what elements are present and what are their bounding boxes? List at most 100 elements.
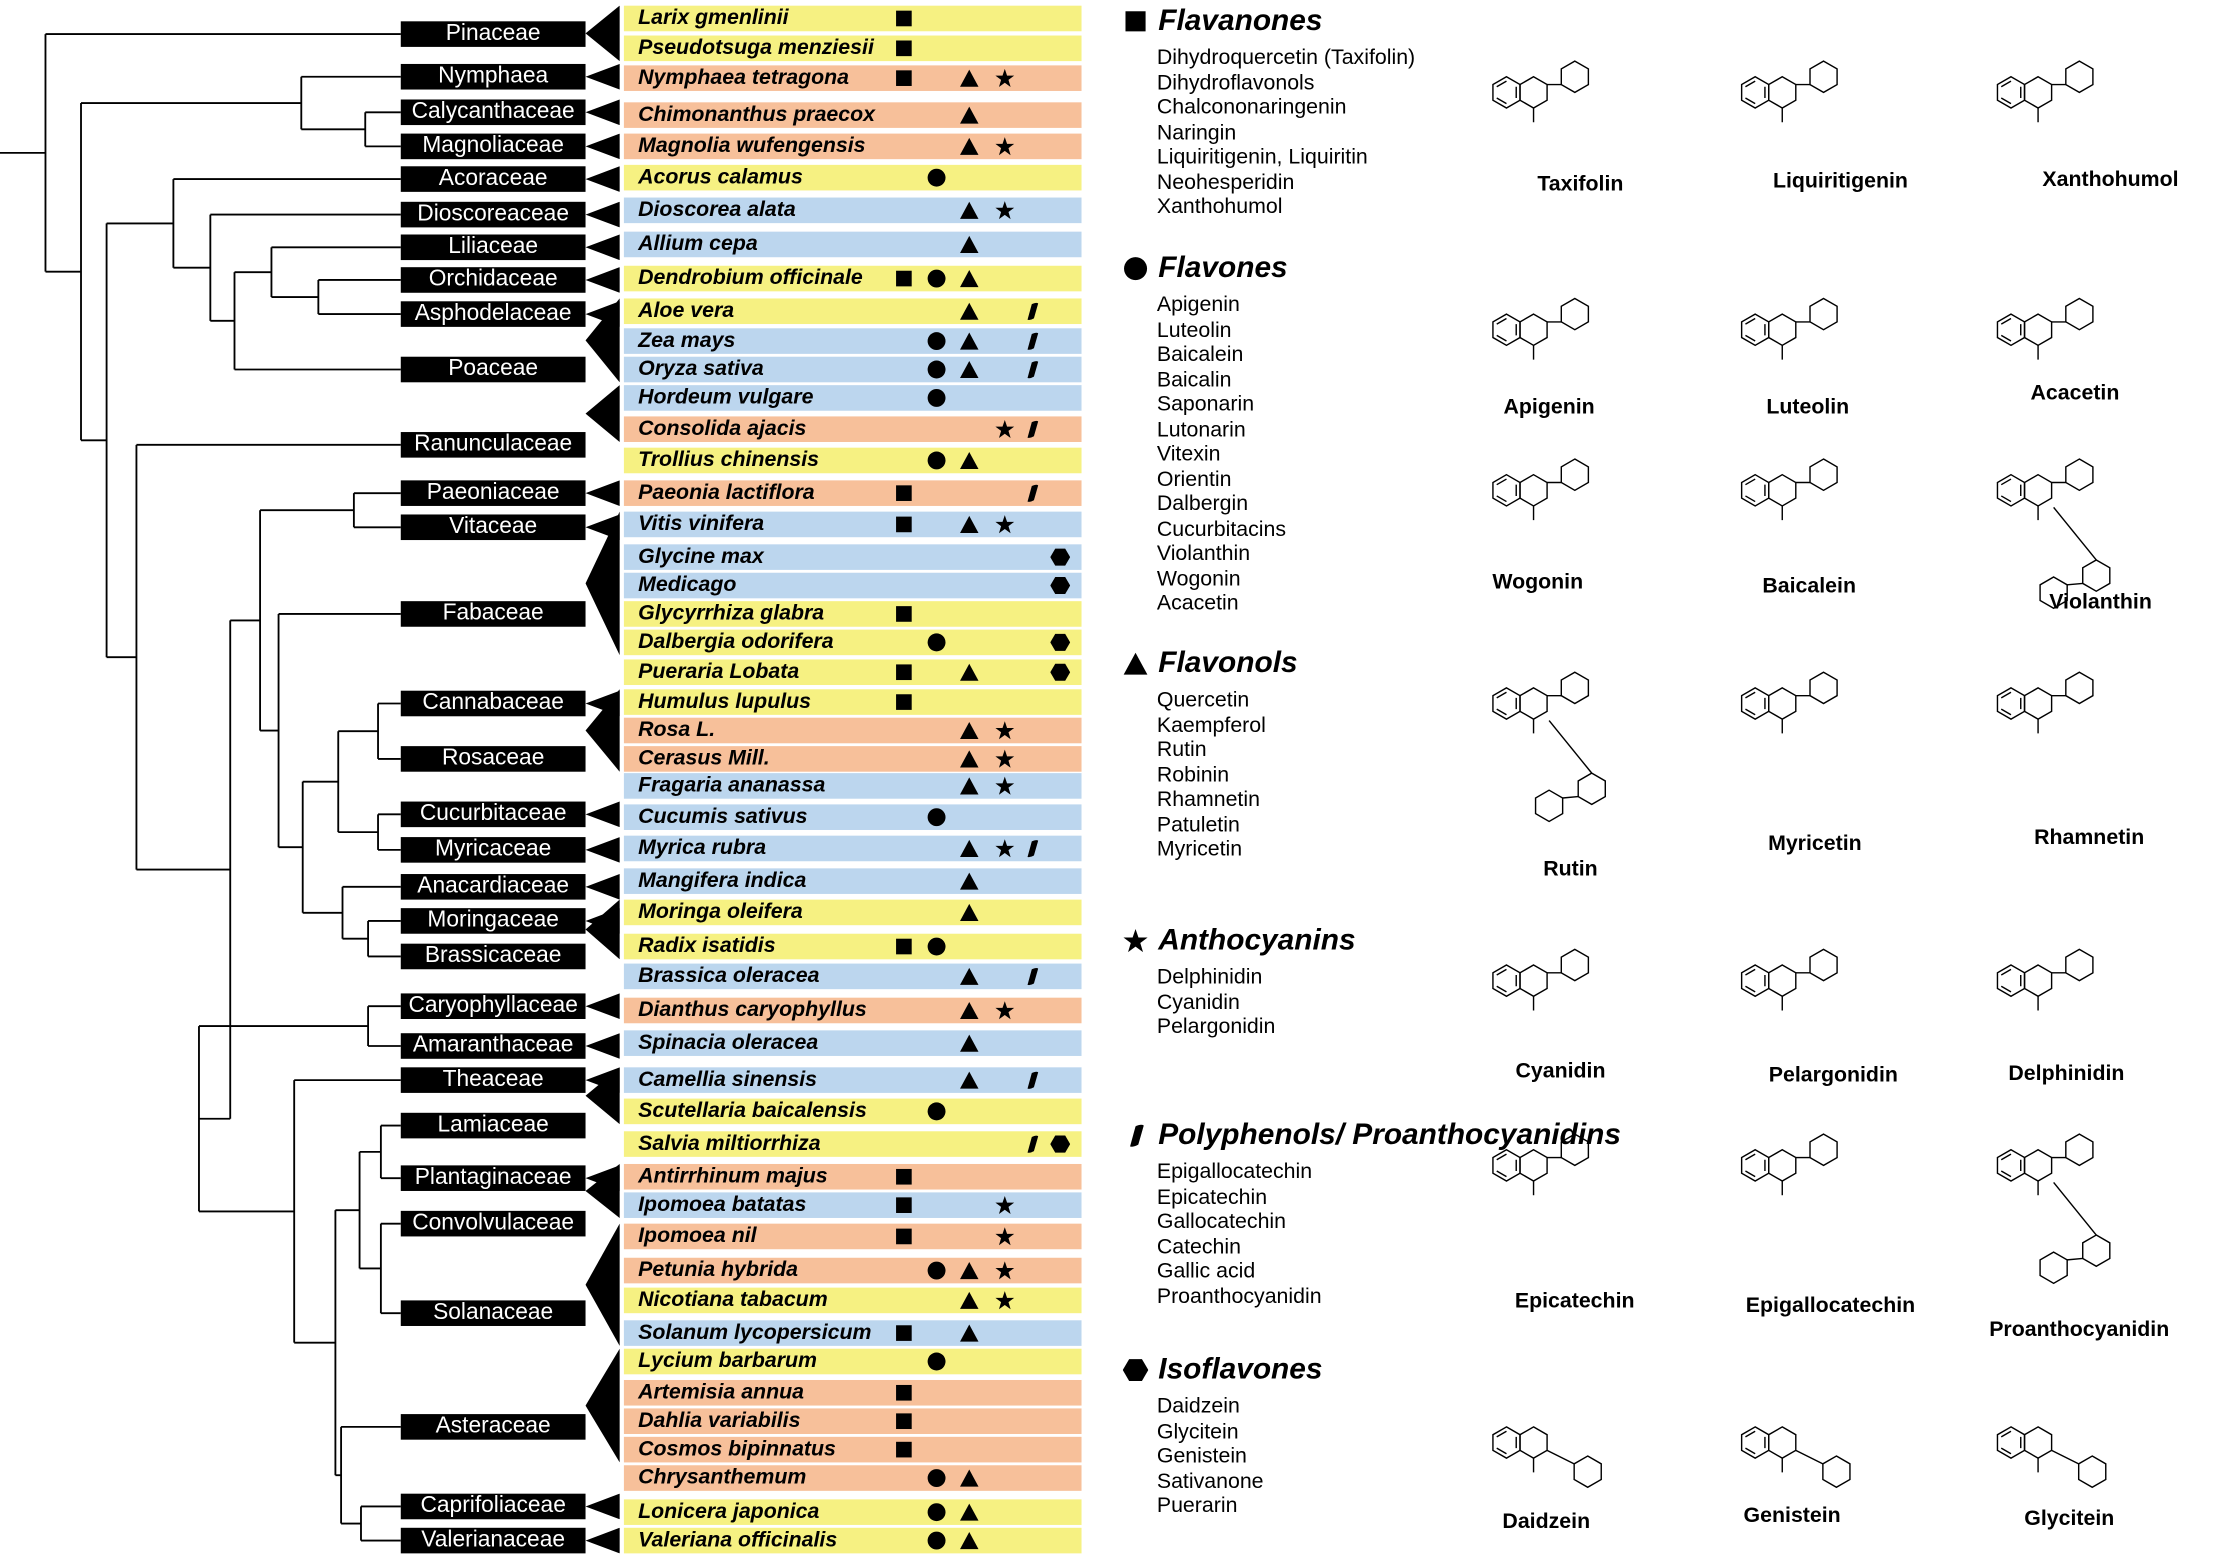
hexagon-icon <box>1050 547 1071 567</box>
triangle-icon <box>959 200 979 220</box>
molecule-name: Rhamnetin <box>2034 825 2145 850</box>
family-bracket <box>585 234 620 261</box>
family-label: Asphodelaceae <box>400 301 586 327</box>
molecule-name: Apigenin <box>1503 395 1595 420</box>
compound-item: Puerarin <box>1156 1493 1238 1518</box>
compound-item: Glycitein <box>1156 1419 1239 1444</box>
species-name: Pseudotsuga menziesii <box>638 35 874 60</box>
family-label: Poaceae <box>400 356 586 383</box>
compound-item: Cucurbitacins <box>1156 516 1287 541</box>
species-name: Spinacia oleracea <box>638 1030 819 1055</box>
species-name: Pueraria Lobata <box>638 659 800 684</box>
family-bracket <box>585 201 620 228</box>
molecule-structure <box>1464 647 1734 832</box>
species-row: Allium cepa <box>623 231 1082 258</box>
species-row: Fragaria ananassa <box>623 773 1082 799</box>
molecule-name: Epicatechin <box>1514 1289 1635 1314</box>
compound-item: Wogonin <box>1156 566 1241 591</box>
family-label: Convolvulaceae <box>400 1210 586 1237</box>
leaf-icon <box>1022 1070 1042 1090</box>
circle-icon <box>927 1531 947 1551</box>
triangle-icon <box>959 1502 979 1522</box>
species-name: Radix isatidis <box>638 933 776 958</box>
species-name: Glycyrrhiza glabra <box>638 601 825 626</box>
family-label: Amaranthaceae <box>400 1033 586 1059</box>
hexagon-icon <box>1050 1134 1071 1154</box>
species-name: Consolida ajacis <box>638 416 807 441</box>
species-row: Solanum lycopersicum <box>623 1320 1082 1346</box>
species-row: Chimonanthus praecox <box>623 102 1082 128</box>
species-name: Brassica oleracea <box>638 963 820 988</box>
leaf-icon <box>1022 1134 1042 1154</box>
square-icon <box>894 483 914 503</box>
species-row: Antirrhinum majus <box>623 1163 1082 1190</box>
family-bracket <box>585 801 620 828</box>
compound-item: Luteolin <box>1156 317 1232 342</box>
compound-item: Liquiritigenin, Liquiritin <box>1156 144 1368 170</box>
species-row: Artemisia annua <box>623 1379 1082 1406</box>
triangle-icon <box>959 749 979 769</box>
square-icon <box>894 68 914 88</box>
species-name: Medicago <box>638 572 737 597</box>
star-icon <box>995 1001 1015 1021</box>
triangle-icon <box>959 839 979 859</box>
species-name: Dahlia variabilis <box>638 1408 801 1433</box>
species-name: Nicotiana tabacum <box>638 1287 828 1312</box>
triangle-icon <box>959 68 979 88</box>
triangle-icon <box>959 301 979 321</box>
star-icon <box>995 200 1015 220</box>
family-bracket <box>585 837 620 863</box>
species-row: Cucumis sativus <box>623 804 1082 830</box>
class-title: Anthocyanins <box>1158 923 1356 957</box>
class-title: Isoflavones <box>1158 1352 1323 1386</box>
species-row: Dalbergia odorifera <box>623 629 1082 656</box>
family-label: Moringaceae <box>400 908 586 934</box>
triangle-icon <box>959 234 979 254</box>
triangle-icon <box>959 331 979 351</box>
class-title: Flavones <box>1158 251 1288 285</box>
species-name: Cosmos bipinnatus <box>638 1436 836 1461</box>
species-name: Artemisia annua <box>638 1379 804 1405</box>
family-label: Vitaceae <box>400 514 586 541</box>
species-name: Zea mays <box>638 328 736 353</box>
family-label: Myricaceae <box>400 837 586 863</box>
species-row: Pueraria Lobata <box>623 659 1082 686</box>
species-row: Brassica oleracea <box>623 963 1082 990</box>
species-row: Radix isatidis <box>623 933 1082 960</box>
molecule-name: Proanthocyanidin <box>1989 1317 2170 1342</box>
family-label: Magnoliaceae <box>400 133 586 160</box>
species-row: Dahlia variabilis <box>623 1408 1082 1434</box>
family-bracket <box>585 166 620 192</box>
family-bracket <box>585 1163 620 1218</box>
molecule-name: Genistein <box>1743 1503 1841 1528</box>
compound-item: Saponarin <box>1156 392 1255 417</box>
circle-icon <box>927 1101 947 1121</box>
square-icon <box>894 1323 914 1343</box>
compound-item: Cyanidin <box>1156 989 1240 1015</box>
phylogenetic-tree <box>0 33 401 1542</box>
square-icon <box>894 1411 914 1431</box>
molecule-name: Violanthin <box>2049 589 2152 614</box>
species-name: Nymphaea tetragona <box>638 65 849 90</box>
triangle-icon <box>1123 651 1149 677</box>
star-icon <box>995 1195 1015 1215</box>
family-bracket <box>585 1493 620 1520</box>
species-row: Ipomoea nil <box>623 1223 1082 1250</box>
family-bracket <box>585 63 620 90</box>
species-row: Cerasus Mill. <box>623 746 1082 772</box>
molecule-name: Pelargonidin <box>1768 1063 1898 1088</box>
molecule-name: Delphinidin <box>2008 1061 2125 1086</box>
species-row: Glycyrrhiza glabra <box>623 601 1082 627</box>
leaf-icon <box>1022 331 1042 351</box>
triangle-icon <box>959 105 979 125</box>
square-icon <box>894 1383 914 1403</box>
compound-item: Sativanone <box>1156 1468 1264 1493</box>
species-row: Glycine max <box>623 544 1082 570</box>
species-row: Rosa L. <box>623 717 1082 744</box>
molecule-structure <box>1968 1386 2181 1514</box>
leaf-icon <box>1022 360 1042 380</box>
species-name: Moringa oleifera <box>638 899 803 924</box>
